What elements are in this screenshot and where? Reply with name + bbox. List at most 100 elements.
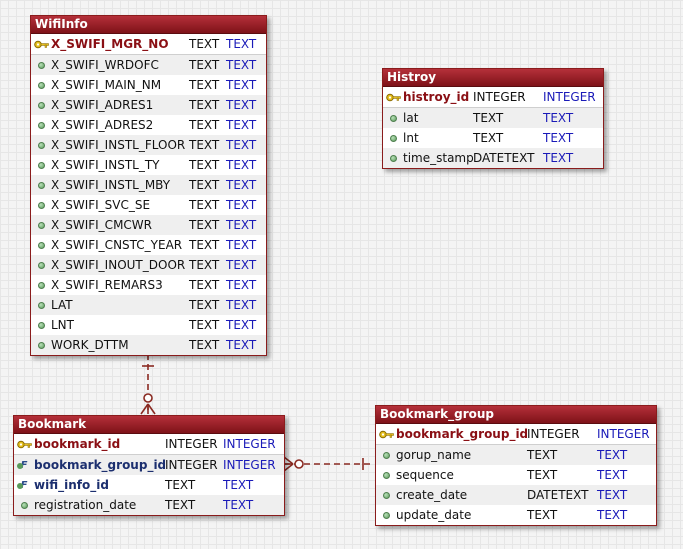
column-type: TEXT xyxy=(473,111,504,125)
column-icon xyxy=(31,181,51,189)
column-name: histroy_id xyxy=(403,90,470,104)
column-type: TEXT xyxy=(189,138,220,152)
column-type: TEXT xyxy=(527,448,558,462)
entity-title[interactable]: Histroy xyxy=(383,69,603,87)
column-icon xyxy=(31,221,51,229)
column-logical-type: TEXT xyxy=(226,238,257,252)
table-row[interactable]: LAT TEXT TEXT xyxy=(31,295,266,315)
column-type: TEXT xyxy=(189,58,220,72)
column-type: TEXT xyxy=(189,37,220,51)
entity-title[interactable]: WifiInfo xyxy=(31,16,266,34)
column-logical-type: TEXT xyxy=(543,151,574,165)
column-icon xyxy=(14,501,34,509)
column-icon xyxy=(31,241,51,249)
column-icon xyxy=(383,154,403,162)
column-name: X_SWIFI_MAIN_NM xyxy=(51,78,162,92)
column-icon xyxy=(376,511,396,519)
column-icon xyxy=(31,101,51,109)
column-type: TEXT xyxy=(189,78,220,92)
column-icon xyxy=(31,301,51,309)
primary-key-icon xyxy=(383,93,403,102)
column-logical-type: INTEGER xyxy=(223,458,276,472)
column-icon xyxy=(31,141,51,149)
primary-key-icon xyxy=(376,430,396,439)
column-logical-type: TEXT xyxy=(226,298,257,312)
column-logical-type: TEXT xyxy=(226,158,257,172)
column-type: TEXT xyxy=(189,218,220,232)
column-icon xyxy=(31,321,51,329)
column-logical-type: TEXT xyxy=(226,118,257,132)
entity-title[interactable]: Bookmark xyxy=(14,416,284,434)
column-logical-type: INTEGER xyxy=(223,437,276,451)
column-icon xyxy=(31,201,51,209)
column-logical-type: INTEGER xyxy=(543,90,596,104)
column-name: LAT xyxy=(51,298,73,312)
column-logical-type: TEXT xyxy=(226,178,257,192)
column-type: INTEGER xyxy=(473,90,526,104)
column-type: TEXT xyxy=(189,198,220,212)
column-type: TEXT xyxy=(189,178,220,192)
column-type: INTEGER xyxy=(527,427,580,441)
column-name: X_SWIFI_REMARS3 xyxy=(51,278,163,292)
column-name: X_SWIFI_SVC_SE xyxy=(51,198,151,212)
column-type: TEXT xyxy=(527,508,558,522)
column-name: WORK_DTTM xyxy=(51,338,129,352)
column-icon xyxy=(376,471,396,479)
column-name: bookmark_group_id xyxy=(396,427,527,441)
column-type: TEXT xyxy=(189,338,220,352)
column-name: bookmark_id xyxy=(34,437,121,451)
column-type: TEXT xyxy=(189,298,220,312)
column-name: X_SWIFI_ADRES2 xyxy=(51,118,154,132)
column-logical-type: TEXT xyxy=(226,98,257,112)
column-type: DATETEXT xyxy=(527,488,589,502)
primary-key-icon xyxy=(14,440,34,449)
column-logical-type: TEXT xyxy=(226,58,257,72)
column-icon xyxy=(31,161,51,169)
column-name: X_SWIFI_INSTL_FLOOR xyxy=(51,138,186,152)
relationship-wifiinfo-bookmark xyxy=(140,354,156,415)
column-icon xyxy=(31,261,51,269)
column-type: TEXT xyxy=(189,258,220,272)
column-logical-type: TEXT xyxy=(223,478,254,492)
column-name: lnt xyxy=(403,131,419,145)
entity-title[interactable]: Bookmark_group xyxy=(376,406,656,424)
column-type: TEXT xyxy=(189,318,220,332)
column-icon xyxy=(31,121,51,129)
column-name: X_SWIFI_INOUT_DOOR xyxy=(51,258,186,272)
column-type: INTEGER xyxy=(165,458,218,472)
